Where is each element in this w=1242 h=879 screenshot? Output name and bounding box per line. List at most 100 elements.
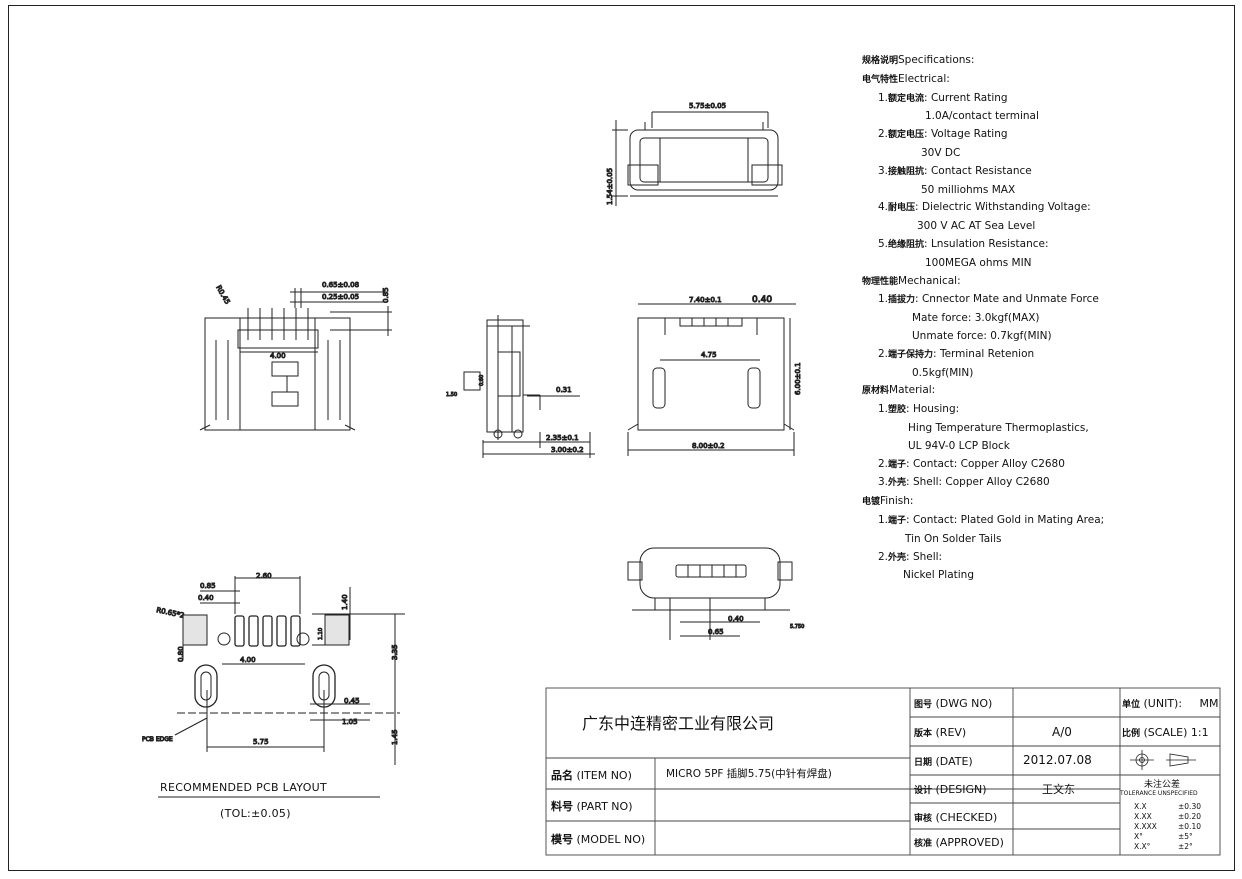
mech-1-num: 1. bbox=[878, 293, 889, 306]
scale-label: (SCALE) bbox=[1143, 726, 1188, 739]
mechanical-cn: 物理性能 bbox=[862, 276, 899, 287]
dim-pcb-045: 0.45 bbox=[344, 697, 360, 705]
dim-plan-h: 6.00±0.1 bbox=[794, 362, 802, 395]
dim-top-height: 1.54±0.05 bbox=[606, 168, 614, 205]
dim-top-width: 5.75±0.05 bbox=[689, 102, 726, 110]
design-cn: 设计 bbox=[914, 786, 933, 796]
dwg-no-cn: 图号 bbox=[914, 700, 933, 710]
pcb-layout-title: RECOMMENDED PCB LAYOUT bbox=[160, 781, 328, 794]
dim-pcb-140: 1.40 bbox=[341, 594, 349, 610]
dim-front-a: 0.65±0.08 bbox=[322, 281, 359, 289]
elec-1-cn: 额定电流 bbox=[888, 93, 925, 104]
tol-2-key: X.XX bbox=[1134, 812, 1152, 821]
dim-bot-c: 5.750 bbox=[790, 624, 804, 630]
approved-label: (APPROVED) bbox=[935, 836, 1004, 849]
model-no-cn: 模号 bbox=[551, 833, 573, 846]
pcb-layout: 0.85 2.60 0.40 R0.65*2 1.40 1.10 0.80 4.… bbox=[142, 572, 405, 798]
tol-1-key: X.X bbox=[1134, 802, 1147, 811]
unit-cn: 单位 bbox=[1122, 700, 1141, 710]
date-value: 2012.07.08 bbox=[1023, 753, 1092, 767]
mat-1-value-1: Hing Temperature Thermoplastics, bbox=[908, 421, 1089, 434]
checked-label: (CHECKED) bbox=[935, 811, 998, 824]
elec-1-value: 1.0A/contact terminal bbox=[925, 110, 1039, 123]
tol-3-value: ±0.10 bbox=[1178, 822, 1201, 831]
item-no-label: (ITEM NO) bbox=[576, 769, 632, 782]
mech-2-num: 2. bbox=[878, 347, 889, 360]
dim-bot-a: 0.40 bbox=[728, 615, 744, 623]
tol-2-value: ±0.20 bbox=[1178, 812, 1201, 821]
title-block-grid bbox=[545, 687, 1221, 856]
dim-pcb-400: 4.00 bbox=[240, 656, 256, 664]
tol-5-key: X.X° bbox=[1134, 842, 1151, 851]
dim-pcb-r: R0.65*2 bbox=[156, 606, 185, 620]
fin-2-num: 2. bbox=[878, 550, 889, 563]
elec-5-cn: 绝缘阻抗 bbox=[888, 239, 925, 250]
side-view: 0.31 2.35±0.1 3.00±0.2 1.50 0.60 bbox=[446, 315, 595, 458]
elec-4-label: Dielectric Withstanding Voltage: bbox=[921, 201, 1091, 214]
elec-5-num: 5. bbox=[878, 237, 889, 250]
elec-3-cn: 接触阻抗 bbox=[888, 166, 925, 177]
title-block: 广东中连精密工业有限公司 品名 (ITEM NO) MICRO 5PF 插脚5.… bbox=[546, 688, 1220, 855]
mat-1-label: Housing: bbox=[912, 403, 960, 416]
electrical-cn: 电气特性 bbox=[862, 74, 899, 85]
pcb-edge-label: PCB EDGE bbox=[142, 736, 173, 743]
dim-side-a: 0.31 bbox=[556, 386, 572, 394]
mat-2-cn: 端子 bbox=[888, 459, 907, 470]
spec-title: Specifications: bbox=[898, 54, 975, 66]
elec-1-label: Current Rating bbox=[930, 91, 1008, 104]
elec-2-label: Voltage Rating bbox=[930, 128, 1008, 141]
fin-1-value: Tin On Solder Tails bbox=[905, 532, 1002, 545]
elec-3-num: 3. bbox=[878, 164, 889, 177]
elec-3-value: 50 milliohms MAX bbox=[921, 183, 1016, 196]
rev-cn: 版本 bbox=[914, 729, 933, 739]
dim-side-e: 0.60 bbox=[479, 375, 485, 386]
design-value: 王文东 bbox=[1042, 783, 1075, 796]
tol-5-value: ±2° bbox=[1178, 842, 1193, 851]
dim-pcb-080: 0.80 bbox=[177, 646, 185, 662]
dim-front-b: 0.25±0.05 bbox=[322, 293, 359, 301]
pcb-layout-tol: (TOL:±0.05) bbox=[220, 807, 291, 820]
dim-front-w: 4.00 bbox=[270, 352, 286, 360]
dim-pcb-335: 3.35 bbox=[391, 644, 399, 660]
finish-heading: Finish: bbox=[880, 495, 914, 508]
dim-bot-b: 0.65 bbox=[708, 628, 724, 636]
dim-pcb-260: 2.60 bbox=[256, 572, 272, 580]
mouth-view: 0.40 0.65 5.750 bbox=[627, 547, 805, 640]
fin-2-label: Shell: bbox=[912, 550, 943, 563]
electrical-heading: Electrical: bbox=[898, 72, 950, 85]
specifications-panel: 规格说明Specifications: 电气特性Electrical: 1.额定… bbox=[862, 54, 1105, 582]
elec-2-num: 2. bbox=[878, 128, 889, 141]
dim-pcb-145: 1.45 bbox=[391, 729, 399, 745]
mat-2-label: Contact: Copper Alloy C2680 bbox=[912, 457, 1065, 470]
dim-plan-gap: 0.40 bbox=[752, 295, 772, 305]
part-no-cn: 料号 bbox=[551, 800, 573, 813]
mat-1-value-2: UL 94V-0 LCP Block bbox=[908, 439, 1010, 452]
mat-3-label: Shell: Copper Alloy C2680 bbox=[912, 476, 1050, 489]
fin-1-cn: 端子 bbox=[888, 515, 907, 526]
material-heading: Material: bbox=[889, 384, 936, 397]
mech-1-value-1: Mate force: 3.0kgf(MAX) bbox=[912, 312, 1040, 325]
date-cn: 日期 bbox=[914, 758, 933, 768]
mech-1-label: Cnnector Mate and Unmate Force bbox=[921, 293, 1099, 306]
mech-1-cn: 插拔力 bbox=[888, 295, 916, 306]
tol-3-key: X.XXX bbox=[1134, 822, 1157, 831]
fin-2-value: Nickel Plating bbox=[903, 569, 975, 582]
dim-side-c: 3.00±0.2 bbox=[551, 446, 584, 454]
projection-symbol-icon bbox=[1130, 750, 1196, 770]
tol-1-value: ±0.30 bbox=[1178, 802, 1201, 811]
dwg-no-label: (DWG NO) bbox=[935, 697, 993, 710]
model-no-label: (MODEL NO) bbox=[576, 833, 646, 846]
mat-2-num: 2. bbox=[878, 457, 889, 470]
plan-view: 7.40±0.1 0.40 4.75 6.00±0.1 8.00±0.2 bbox=[627, 295, 803, 456]
mat-1-num: 1. bbox=[878, 403, 889, 416]
fin-1-num: 1. bbox=[878, 513, 889, 526]
tol-4-value: ±5° bbox=[1178, 832, 1193, 841]
date-label: (DATE) bbox=[935, 755, 973, 768]
elec-2-value: 30V DC bbox=[921, 146, 961, 159]
design-label: (DESIGN) bbox=[935, 783, 987, 796]
dim-plan-w: 7.40±0.1 bbox=[689, 296, 722, 304]
top-view: 5.75±0.05 1.54±0.05 bbox=[606, 102, 783, 206]
elec-1-num: 1. bbox=[878, 91, 889, 104]
dim-plan-total: 8.00±0.2 bbox=[692, 442, 725, 450]
